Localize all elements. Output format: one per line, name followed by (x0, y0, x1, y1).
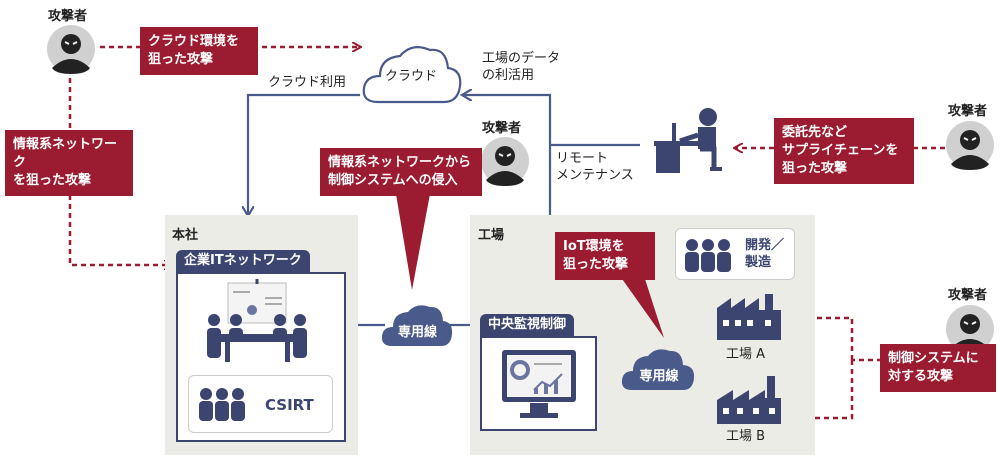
factory-to-cloud-line (463, 95, 552, 215)
monitor-icon (500, 348, 578, 422)
factory-title: 工場 (478, 228, 505, 243)
attacker-center-label: 攻撃者 (482, 121, 522, 136)
csirt-label: CSIRT (265, 396, 314, 414)
remote-worker-icon (650, 105, 730, 175)
remote-maintenance-label: リモート メンテナンス (556, 151, 634, 183)
it-network-title: 企業ITネットワーク (176, 250, 310, 272)
cloud-attack-box: クラウド環境を 狙った攻撃 (140, 27, 258, 75)
attacker-right-top-label: 攻撃者 (948, 104, 988, 119)
factory-a-label: 工場 A (726, 347, 766, 362)
leased-line-label-2: 専用線 (639, 369, 679, 384)
attacker-center-icon (480, 136, 530, 186)
factory-data-label: 工場のデータ の利活用 (482, 51, 561, 83)
supply-chain-box: 委託先など サプライチェーンを 狙った攻撃 (774, 118, 914, 184)
it-network-attack-box: 情報系ネットワーク を狙った攻撃 (5, 130, 133, 196)
cloud-use-label: クラウド利用 (268, 75, 347, 90)
control-attack-box: 制御システムに 対する攻撃 (880, 344, 996, 392)
dev-team-icon (682, 237, 734, 273)
iot-attack-box: IoT環境を 狙った攻撃 (555, 232, 655, 280)
it-network-attack-line (68, 78, 172, 265)
factory-b-label: 工場 B (726, 429, 766, 444)
attacker-top-left-icon (46, 24, 96, 74)
cloud-icon (360, 40, 465, 108)
attacker-right-top-icon (945, 120, 995, 170)
central-title: 中央監視制御 (480, 314, 575, 336)
leased-line-label-1: 専用線 (397, 325, 437, 340)
leased-line-cloud-2 (620, 344, 698, 394)
factory-b-icon (715, 374, 785, 426)
intrusion-box: 情報系ネットワークから 制御システムへの侵入 (320, 148, 482, 196)
cloud-label: クラウド (385, 69, 438, 84)
attacker-top-left-label: 攻撃者 (48, 9, 88, 24)
attacker-right-bottom-label: 攻撃者 (948, 288, 988, 303)
team-icon (196, 386, 248, 422)
hq-title: 本社 (172, 228, 199, 243)
factory-a-icon (715, 290, 785, 342)
leased-line-cloud-1 (380, 300, 455, 350)
dev-label: 開発／ 製造 (745, 238, 785, 270)
cloud-to-hq-line (248, 93, 360, 215)
